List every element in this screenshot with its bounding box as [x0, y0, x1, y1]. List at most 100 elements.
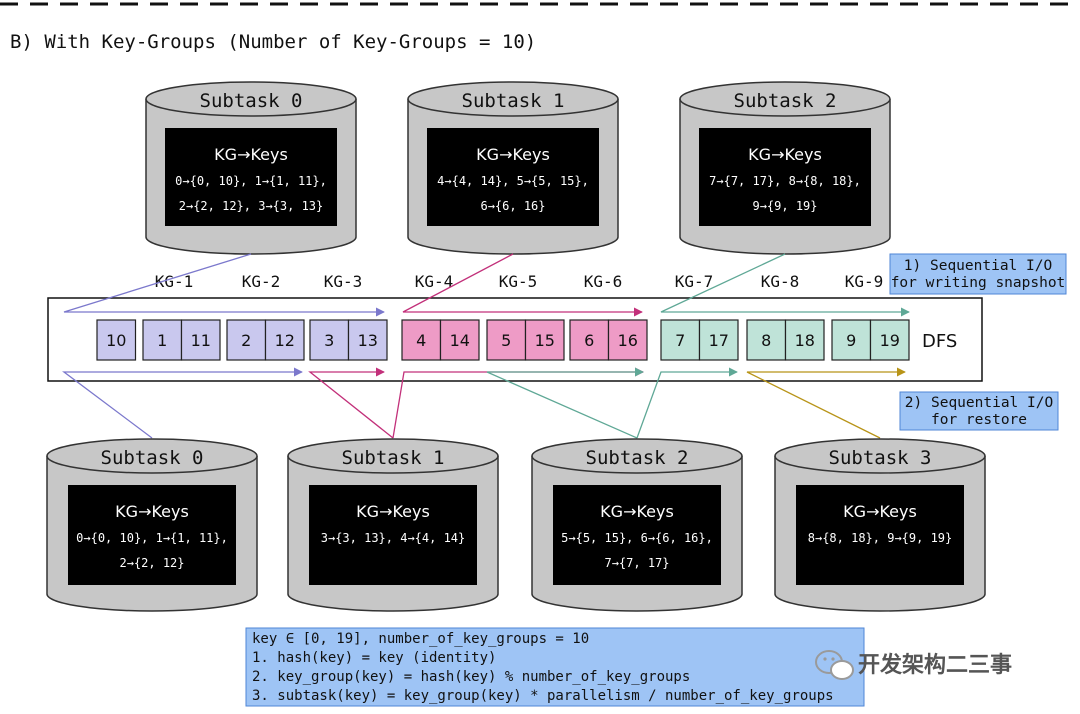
subtask-label: Subtask 0 [101, 447, 204, 469]
kg-label: KG-1 [155, 272, 194, 291]
dfs-cell [180, 319, 221, 361]
kg-map-line: 5→{5, 15}, 6→{6, 16}, [561, 531, 713, 545]
dfs-cell [607, 319, 648, 361]
dfs-cell [524, 319, 565, 361]
kg-map-line: 0→{0, 10}, 1→{1, 11}, [175, 174, 327, 188]
dfs-cell [347, 319, 388, 361]
dfs-cell [226, 319, 267, 361]
kg-map-header: KG→Keys [600, 502, 674, 521]
io-arrow [660, 253, 910, 317]
kg-label: KG-5 [499, 272, 538, 291]
kg-map-panel [796, 485, 964, 585]
kg-label: KG-2 [242, 272, 281, 291]
kg-map-line: 7→{7, 17}, 8→{8, 18}, [709, 174, 861, 188]
diagram-title: B) With Key-Groups (Number of Key-Groups… [10, 31, 536, 53]
dfs-cell-value: 17 [709, 331, 729, 350]
subtask-label: Subtask 2 [734, 90, 837, 112]
io-arrow [63, 253, 385, 317]
kg-map-panel [309, 485, 477, 585]
subtask-cylinder: Subtask 3 KG→Keys 8→{8, 18}, 9→{9, 19} [774, 438, 986, 612]
kg-map-panel [427, 128, 599, 226]
formula-line-1: 1. hash(key) = key (identity) [252, 650, 496, 666]
kg-map-header: KG→Keys [356, 502, 430, 521]
dfs-cell [96, 319, 137, 361]
dfs-cell [309, 319, 350, 361]
wechat-logo-icon [815, 650, 854, 680]
dfs-cell-value: 19 [880, 331, 900, 350]
cylinder-top [145, 81, 357, 117]
dfs-cell-value: 4 [416, 331, 426, 350]
dfs-label: DFS [922, 331, 957, 352]
dfs-cell-value: 10 [106, 331, 126, 350]
subtask-label: Subtask 3 [829, 447, 932, 469]
kg-label: KG-4 [415, 272, 454, 291]
dfs-cell-value: 1 [157, 331, 167, 350]
formula-line-3: 3. subtask(key) = key_group(key) * paral… [252, 688, 834, 704]
cylinder-top [774, 438, 986, 474]
cylinder-top [287, 438, 499, 474]
io-arrow [746, 367, 906, 439]
kg-map-panel [699, 128, 871, 226]
kg-map-line: 3→{3, 13}, 4→{4, 14} [321, 531, 466, 545]
formula-line-2: 2. key_group(key) = hash(key) % number_o… [252, 669, 690, 685]
dfs-cell-value: 2 [241, 331, 251, 350]
cylinder-top [46, 438, 258, 474]
subtask-label: Subtask 2 [586, 447, 689, 469]
io-arrow [636, 367, 738, 439]
kg-label: KG-6 [584, 272, 623, 291]
dfs-cell [401, 319, 442, 361]
subtask-label: Subtask 1 [342, 447, 445, 469]
dfs-cell-value: 11 [191, 331, 211, 350]
io-arrow [486, 367, 644, 439]
kg-map-header: KG→Keys [843, 502, 917, 521]
dfs-cell [869, 319, 910, 361]
callout-write-line-1: 1) Sequential I/O [904, 258, 1052, 274]
watermark-text: 开发架构二三事 [858, 652, 1012, 678]
io-arrow [308, 367, 394, 439]
dfs-cell [784, 319, 825, 361]
kg-map-line: 9→{9, 19} [752, 199, 817, 213]
io-arrow [392, 367, 644, 439]
subtask-label: Subtask 1 [462, 90, 565, 112]
dfs-cell-value: 5 [501, 331, 511, 350]
kg-map-line: 6→{6, 16} [480, 199, 545, 213]
dfs-cell [698, 319, 739, 361]
kg-map-line: 0→{0, 10}, 1→{1, 11}, [76, 531, 228, 545]
cylinder-top [531, 438, 743, 474]
kg-map-panel [553, 485, 721, 585]
dfs-cell [142, 319, 183, 361]
dfs-cell [660, 319, 701, 361]
dfs-cell-value: 18 [795, 331, 815, 350]
kg-map-line: 2→{2, 12} [119, 556, 184, 570]
io-arrows [62, 253, 910, 439]
callout-restore-line-2: for restore [931, 412, 1027, 428]
kg-map-line: 8→{8, 18}, 9→{9, 19} [808, 531, 953, 545]
kg-map-header: KG→Keys [748, 145, 822, 164]
dfs-cell-value: 3 [324, 331, 334, 350]
kg-label: KG-8 [761, 272, 800, 291]
kg-map-line: 2→{2, 12}, 3→{3, 13} [179, 199, 324, 213]
callout-write-box [889, 253, 1067, 295]
kg-map-panel [165, 128, 337, 226]
io-arrow [402, 253, 643, 317]
subtask-cylinder: Subtask 2 KG→Keys 7→{7, 17}, 8→{8, 18}, 9→{… [679, 81, 891, 255]
kg-label: KG-9 [845, 272, 884, 291]
formula-box [245, 627, 865, 707]
kg-map-header: KG→Keys [115, 502, 189, 521]
io-arrow [62, 367, 303, 439]
bottom-subtasks: Subtask 0 KG→Keys 0→{0, 10}, 1→{1, 11}, 2→{… [46, 438, 986, 612]
cylinder-top [679, 81, 891, 117]
cylinder-top [407, 81, 619, 117]
dfs-cell-value: 7 [675, 331, 685, 350]
kg-map-header: KG→Keys [476, 145, 550, 164]
subtask-cylinder: Subtask 1 KG→Keys 3→{3, 13}, 4→{4, 14} [287, 438, 499, 612]
dfs-cell-value: 8 [761, 331, 771, 350]
kg-map-line: 4→{4, 14}, 5→{5, 15}, [437, 174, 589, 188]
dfs-cell-value: 13 [358, 331, 378, 350]
kg-label: KG-7 [675, 272, 714, 291]
subtask-cylinder: Subtask 1 KG→Keys 4→{4, 14}, 5→{5, 15}, 6→{… [407, 81, 619, 255]
